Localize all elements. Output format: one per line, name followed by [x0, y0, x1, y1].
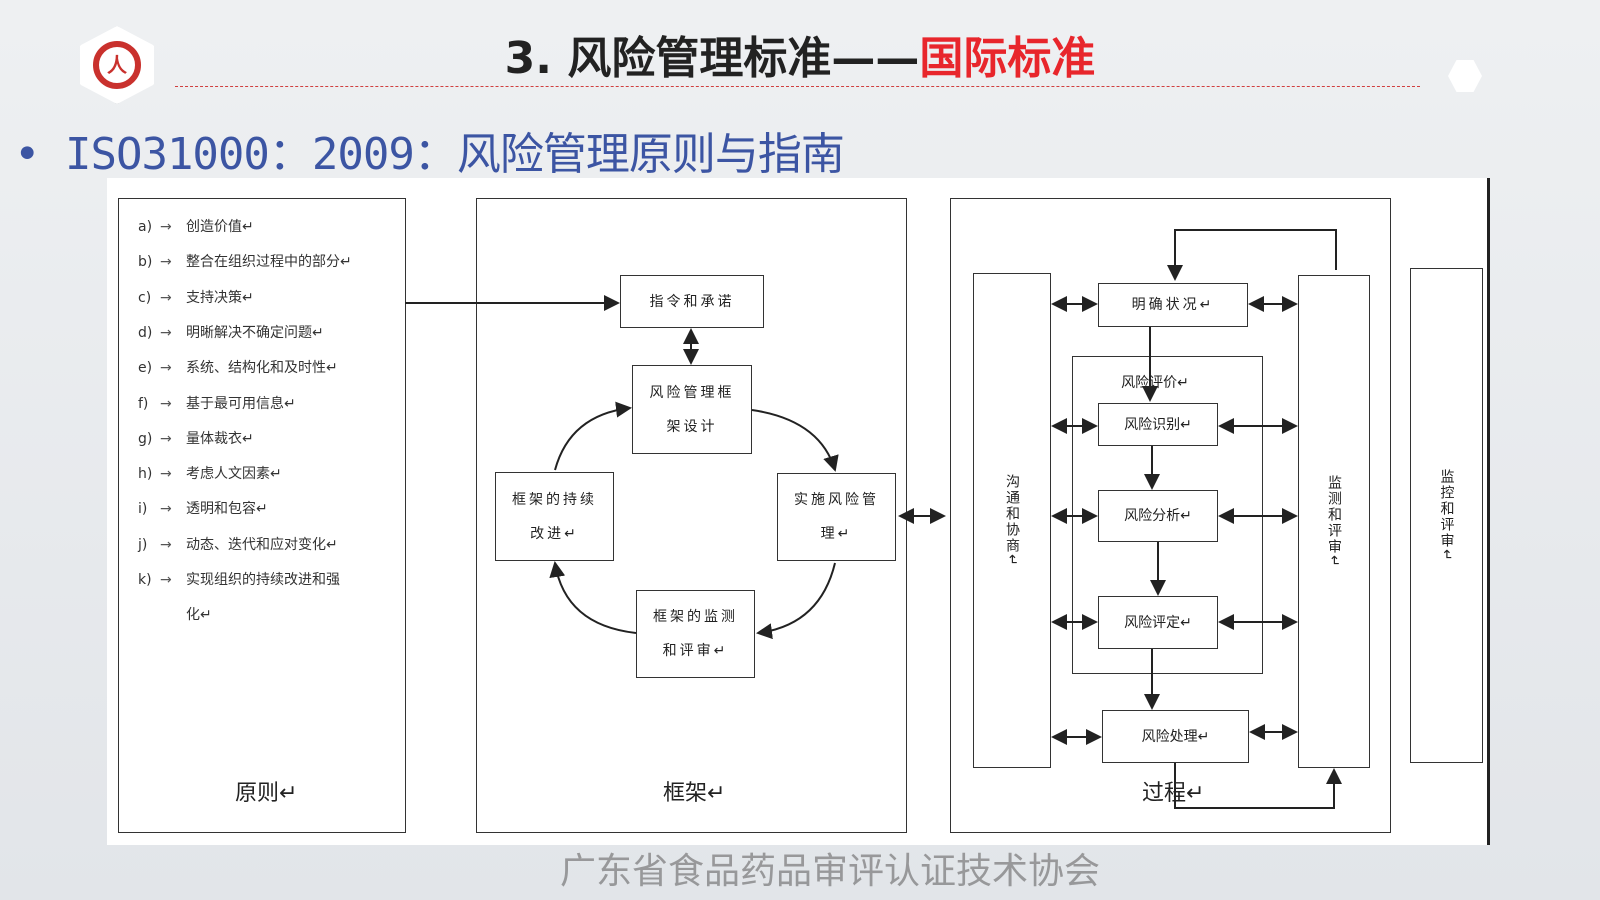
cycle-arrow-1 [751, 409, 839, 472]
communicate-box: 沟通和协商↵ [973, 273, 1051, 768]
principle-key: k) [138, 572, 152, 588]
process-monitor-box: 监测和评审↵ [1298, 275, 1370, 768]
arrow-icon: → [160, 501, 172, 518]
principle-text: 明晰解决不确定问题↵ [186, 324, 324, 341]
principle-key: e) [138, 360, 153, 377]
principle-key: a) [138, 219, 153, 235]
principle-text: 整合在组织过程中的部分↵ [186, 254, 352, 271]
subtitle: • ISO31000：2009：风险管理原则与指南 [14, 129, 845, 180]
arrow-icon: → [160, 360, 172, 377]
principle-key: b) [138, 254, 153, 271]
framework-title: 框架↵ [663, 781, 726, 806]
principle-key: f) [138, 395, 149, 412]
principle-text: 实现组织的持续改进和强 [186, 572, 340, 588]
title-divider [175, 86, 1420, 87]
process-title: 过程↵ [1142, 781, 1205, 806]
edge-line [1487, 178, 1490, 845]
cycle-arrow-2 [756, 562, 836, 640]
arrow-icon: → [160, 466, 172, 483]
principle-key: i) [138, 501, 148, 518]
principle-key: j) [138, 536, 148, 553]
principle-item: f) → 基于最可用信息↵ [138, 393, 296, 413]
principles-title: 原则↵ [235, 781, 298, 806]
principle-item: c) → 支持决策↵ [138, 287, 254, 307]
far-right-monitor-box: 监控和评审↵ [1410, 268, 1483, 763]
principle-text: 量体裁衣↵ [186, 430, 254, 447]
principle-key: d) [138, 324, 153, 341]
principle-continuation: 化↵ [186, 607, 212, 623]
principle-item: a) → 创造价值↵ [138, 216, 254, 236]
principle-item: i) → 透明和包容↵ [138, 498, 268, 518]
principle-key: g) [138, 430, 153, 447]
loop-bottom-arrow [1174, 763, 1342, 809]
arrow-icon: → [160, 430, 172, 447]
principle-item: h) → 考虑人文因素↵ [138, 463, 282, 483]
principle-text: 创造价值↵ [186, 219, 254, 235]
arrow-icon: → [160, 395, 172, 412]
principles-panel [118, 198, 406, 833]
page-title: 3. 风险管理标准——国际标准 [504, 33, 1096, 84]
principle-text: 动态、迭代和应对变化↵ [186, 536, 338, 553]
principle-item: e) → 系统、结构化和及时性↵ [138, 357, 338, 377]
context-box: 明确状况↵ [1098, 283, 1248, 327]
arrow-icon: → [160, 219, 172, 235]
arrow-icon: → [160, 324, 172, 341]
principle-text: 支持决策↵ [186, 289, 254, 306]
arrow-icon: → [160, 254, 172, 271]
framework-improve-box: 框架的持续改进↵ [495, 472, 614, 561]
principle-text: 考虑人文因素↵ [186, 466, 282, 483]
principle-key: c) [138, 289, 152, 306]
arrow-icon: → [160, 289, 172, 306]
principle-key: h) [138, 466, 153, 483]
arrow-icon: → [160, 536, 172, 553]
cycle-arrow-4 [554, 401, 632, 471]
framework-monitor-box: 框架的监测和评审↵ [636, 590, 755, 678]
principle-text: 基于最可用信息↵ [186, 395, 296, 412]
analyse-box: 风险分析↵ [1098, 490, 1218, 542]
principle-item: j) → 动态、迭代和应对变化↵ [138, 534, 338, 554]
implement-box: 实施风险管理↵ [777, 473, 896, 561]
principle-item: g) → 量体裁衣↵ [138, 428, 254, 448]
identify-box: 风险识别↵ [1098, 403, 1218, 446]
principle-item: b) → 整合在组织过程中的部分↵ [138, 251, 352, 271]
loop-top-arrow [1167, 229, 1337, 281]
arrow-icon: → [160, 572, 172, 588]
principle-text: 系统、结构化和及时性↵ [186, 360, 338, 377]
principle-item: d) → 明晰解决不确定问题↵ [138, 322, 324, 342]
framework-design-box: 风险管理框架设计 [632, 365, 752, 454]
treat-box: 风险处理↵ [1102, 710, 1249, 763]
mandate-box: 指令和承诺 [620, 275, 764, 328]
principle-item: k) → 实现组织的持续改进和强 [138, 569, 340, 589]
principle-text: 透明和包容↵ [186, 501, 268, 518]
evaluate-box: 风险评定↵ [1098, 596, 1218, 649]
cycle-arrow-3 [549, 561, 637, 634]
assessment-label: 风险评价↵ [1121, 375, 1189, 391]
